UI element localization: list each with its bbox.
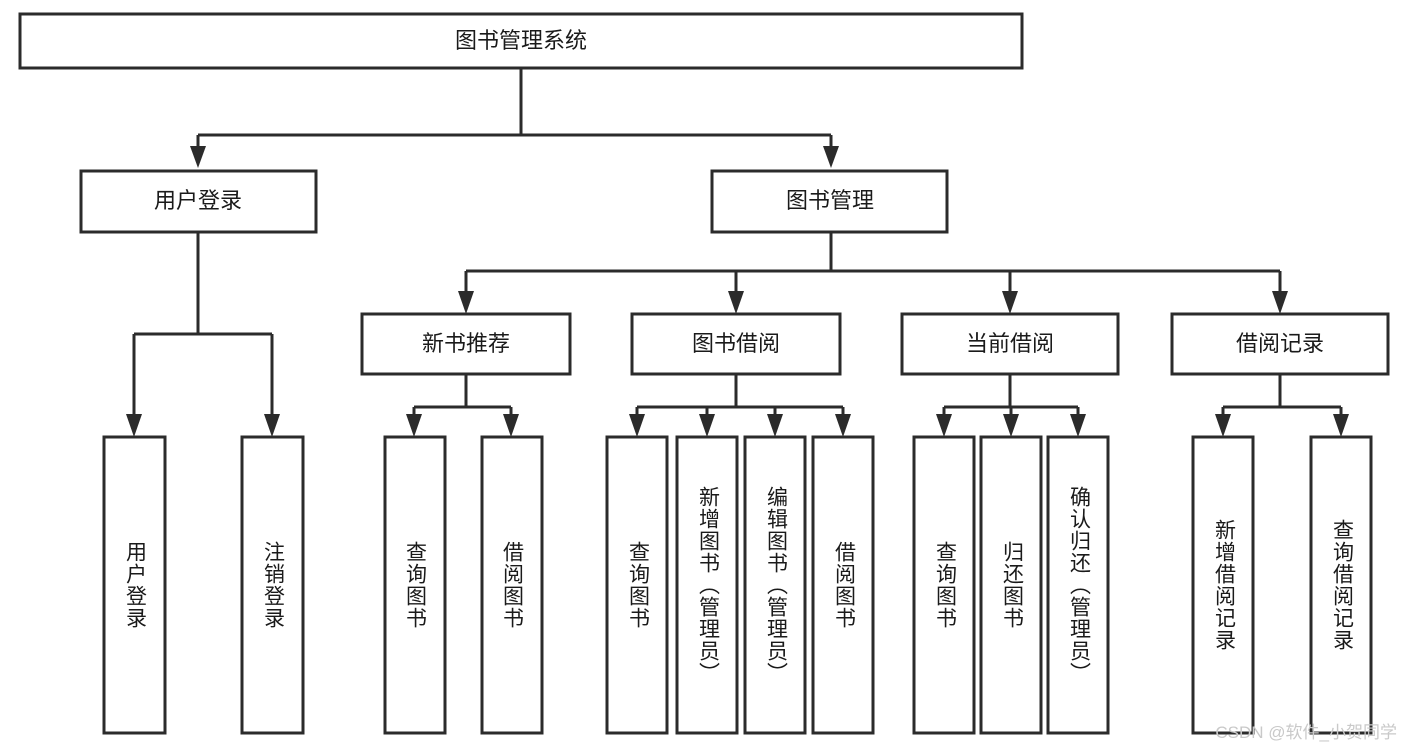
arrow-user-leaf1 [126,414,142,437]
arrow-book-to-l3b [728,291,744,314]
node-leaf-borrow-borrow-book[interactable]: 借阅图书 [811,435,875,735]
node-label-leaf-user-login-logout: 注销登录 [261,541,285,629]
node-box-leaf-user-login-logout[interactable] [240,435,305,735]
node-box-leaf-borrow-borrow-book[interactable] [811,435,875,735]
node-label-new-book-recommend: 新书推荐 [422,331,510,356]
node-label-leaf-borrow-query-book: 查询图书 [626,541,650,629]
node-label-book-borrow: 图书借阅 [692,331,780,356]
node-box-leaf-recommend-query-book[interactable] [383,435,447,735]
node-leaf-user-login-logout[interactable]: 注销登录 [240,435,305,735]
node-leaf-recommend-query-book[interactable]: 查询图书 [383,435,447,735]
node-new-book-recommend[interactable]: 新书推荐 [360,312,572,376]
node-label-leaf-borrow-edit-book: 编辑图书（管理员） [764,486,788,684]
arrow-current-leaf1 [936,414,952,437]
node-label-leaf-current-return-book: 归还图书 [1000,541,1024,629]
arrow-current-leaf3 [1070,414,1086,437]
node-box-leaf-borrow-query-book[interactable] [605,435,669,735]
connector-group-user-login [126,232,280,437]
arrow-current-leaf2 [1003,414,1019,437]
arrow-book-to-l3d [1272,291,1288,314]
node-leaf-user-login-login[interactable]: 用户登录 [102,435,167,735]
node-user-login[interactable]: 用户登录 [79,169,318,234]
node-leaf-current-query-book[interactable]: 查询图书 [912,435,976,735]
node-box-book-management[interactable] [710,169,949,234]
connector-group-book-mgmt [458,232,1288,314]
arrow-record-leaf1 [1215,414,1231,437]
connector-group-borrow-record [1215,374,1349,437]
node-book-borrow[interactable]: 图书借阅 [630,312,842,376]
node-box-leaf-borrow-add-book[interactable] [675,435,739,735]
arrow-borrow-leaf2 [699,414,715,437]
arrow-newbook-leaf2 [503,414,519,437]
arrow-borrow-leaf3 [767,414,783,437]
node-current-borrow[interactable]: 当前借阅 [900,312,1120,376]
node-box-leaf-record-add-record[interactable] [1191,435,1255,735]
node-box-leaf-record-query-record[interactable] [1309,435,1373,735]
connector-group-book-borrow [629,374,851,437]
arrow-newbook-leaf1 [406,414,422,437]
arrow-borrow-leaf1 [629,414,645,437]
connector-group-root [190,68,839,168]
node-label-leaf-current-query-book: 查询图书 [933,541,957,629]
arrow-root-to-book [823,146,839,168]
node-book-management[interactable]: 图书管理 [710,169,949,234]
node-label-leaf-borrow-add-book: 新增图书（管理员） [696,486,720,684]
node-label-current-borrow: 当前借阅 [966,331,1054,356]
node-label-book-management: 图书管理 [786,188,874,213]
node-label-leaf-current-confirm-return: 确认归还（管理员） [1067,486,1091,684]
node-box-leaf-current-query-book[interactable] [912,435,976,735]
node-leaf-record-query-record[interactable]: 查询借阅记录 [1309,435,1373,735]
node-box-book-borrow[interactable] [630,312,842,376]
node-label-leaf-recommend-borrow-book: 借阅图书 [500,541,524,629]
node-leaf-borrow-edit-book[interactable]: 编辑图书（管理员） [743,435,807,735]
node-leaf-current-return-book[interactable]: 归还图书 [979,435,1043,735]
node-label-borrow-record: 借阅记录 [1236,331,1324,356]
node-box-root[interactable] [18,12,1024,70]
connector-group-current-borrow [936,374,1086,437]
node-box-user-login[interactable] [79,169,318,234]
node-box-leaf-recommend-borrow-book[interactable] [480,435,544,735]
node-leaf-borrow-query-book[interactable]: 查询图书 [605,435,669,735]
node-borrow-record[interactable]: 借阅记录 [1170,312,1390,376]
node-box-leaf-user-login-login[interactable] [102,435,167,735]
arrow-book-to-l3a [458,291,474,314]
node-box-new-book-recommend[interactable] [360,312,572,376]
node-book-management-system[interactable]: 图书管理系统 [18,12,1024,70]
node-box-borrow-record[interactable] [1170,312,1390,376]
node-leaf-record-add-record[interactable]: 新增借阅记录 [1191,435,1255,735]
node-label-root: 图书管理系统 [455,28,587,53]
arrow-root-to-user [190,146,206,168]
node-label-leaf-record-query-record: 查询借阅记录 [1330,519,1354,651]
arrow-borrow-leaf4 [835,414,851,437]
arrow-user-leaf2 [264,414,280,437]
node-label-leaf-record-add-record: 新增借阅记录 [1212,519,1236,651]
arrow-book-to-l3c [1002,291,1018,314]
node-label-user-login: 用户登录 [154,188,242,213]
csdn-watermark: CSDN @软件_小贺同学 [1215,723,1397,742]
node-leaf-borrow-add-book[interactable]: 新增图书（管理员） [675,435,739,735]
node-label-leaf-borrow-borrow-book: 借阅图书 [832,541,856,629]
node-leaf-recommend-borrow-book[interactable]: 借阅图书 [480,435,544,735]
node-box-leaf-current-confirm-return[interactable] [1046,435,1110,735]
node-label-leaf-recommend-query-book: 查询图书 [403,541,427,629]
node-box-current-borrow[interactable] [900,312,1120,376]
arrow-record-leaf2 [1333,414,1349,437]
connector-group-new-book [406,374,519,437]
node-box-leaf-borrow-edit-book[interactable] [743,435,807,735]
node-leaf-current-confirm-return[interactable]: 确认归还（管理员） [1046,435,1110,735]
node-label-leaf-user-login-login: 用户登录 [123,541,147,629]
node-box-leaf-current-return-book[interactable] [979,435,1043,735]
